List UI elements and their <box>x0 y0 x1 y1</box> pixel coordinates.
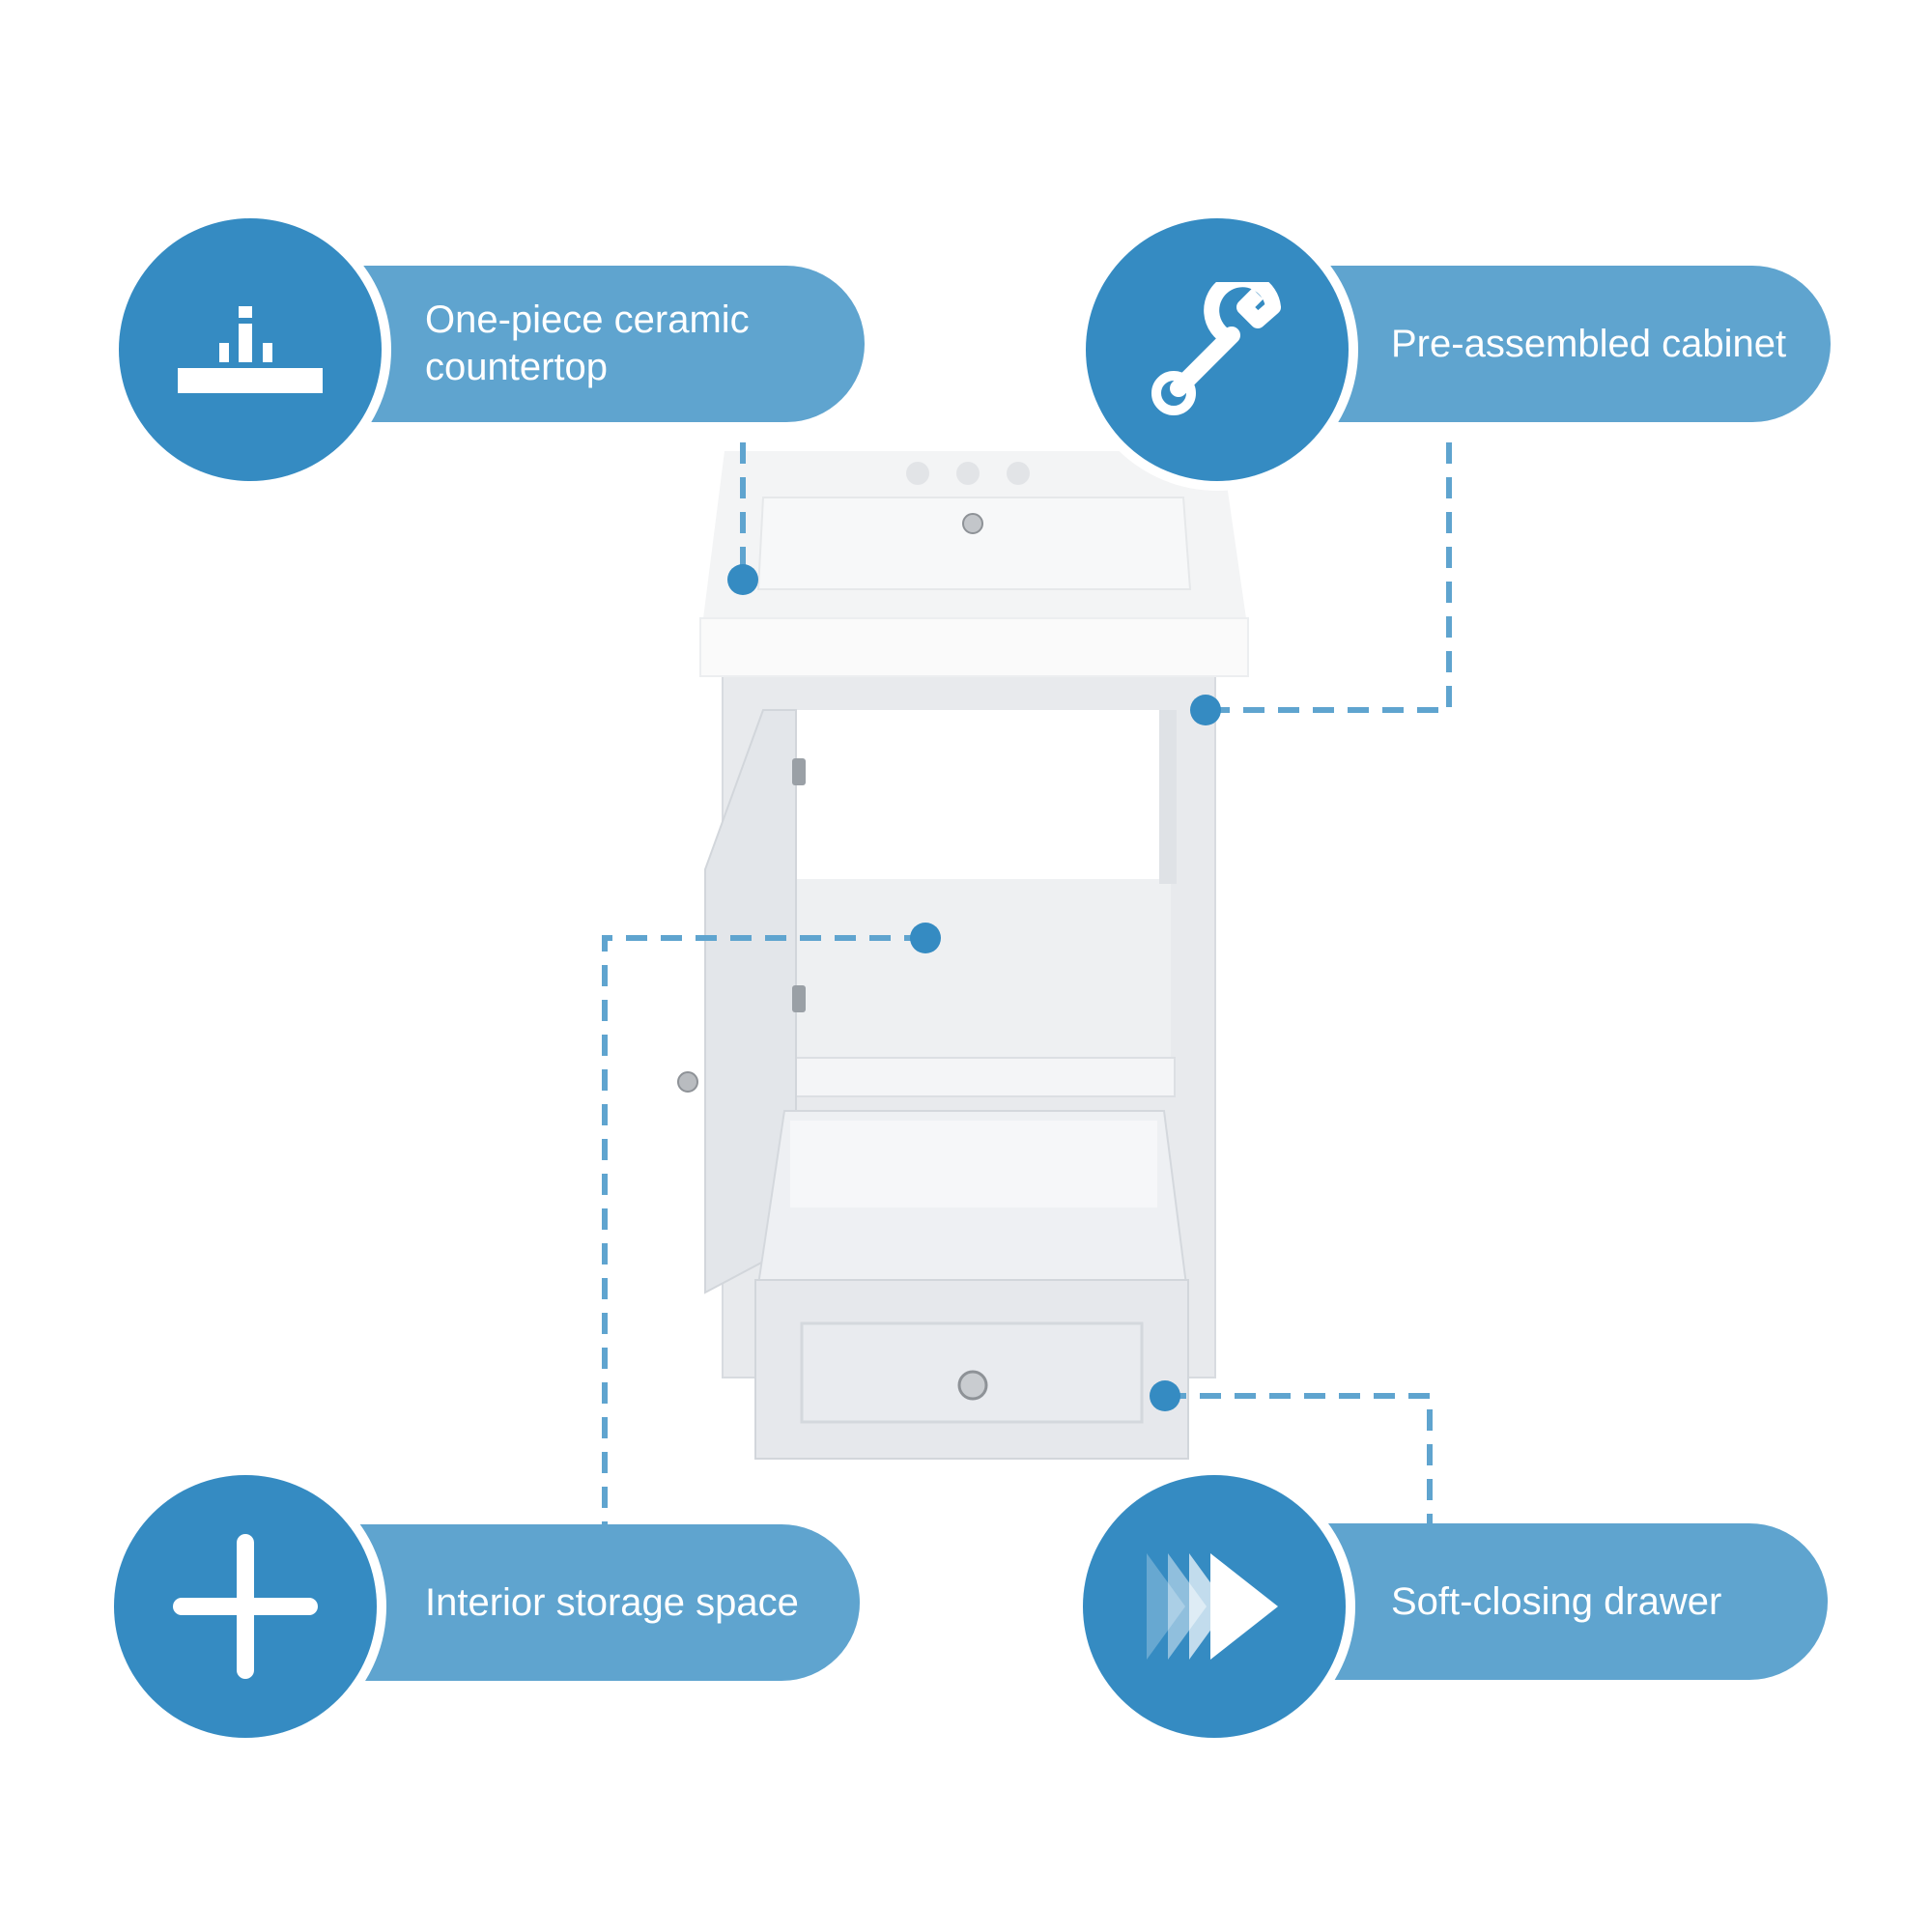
callout-lines <box>602 442 1452 1524</box>
cabinet <box>677 675 1216 1460</box>
feature-label-drawer: Soft-closing drawer <box>1256 1523 1828 1680</box>
feature-text: Pre-assembled cabinet <box>1391 322 1787 365</box>
ceramic-sink <box>699 451 1249 677</box>
feature-badge-drawer <box>1083 1475 1346 1738</box>
plus-icon <box>173 1534 318 1679</box>
feature-text: Soft-closing drawer <box>1391 1579 1722 1623</box>
feature-label-cabinet: Pre-assembled cabinet <box>1256 266 1831 422</box>
soft-close-arrows-icon <box>1147 1548 1282 1664</box>
feature-text: Interior storage space <box>425 1580 799 1624</box>
feature-badge-cabinet <box>1086 218 1349 481</box>
countertop-icon <box>178 306 323 393</box>
feature-text: One-piece ceramic countertop <box>425 298 750 388</box>
feature-badge-storage <box>114 1475 377 1738</box>
callout-dots <box>727 564 1221 1411</box>
feature-label-storage: Interior storage space <box>290 1524 860 1681</box>
wrench-icon <box>1150 282 1285 417</box>
feature-label-countertop: One-piece ceramic countertop <box>290 266 865 422</box>
feature-badge-countertop <box>119 218 382 481</box>
